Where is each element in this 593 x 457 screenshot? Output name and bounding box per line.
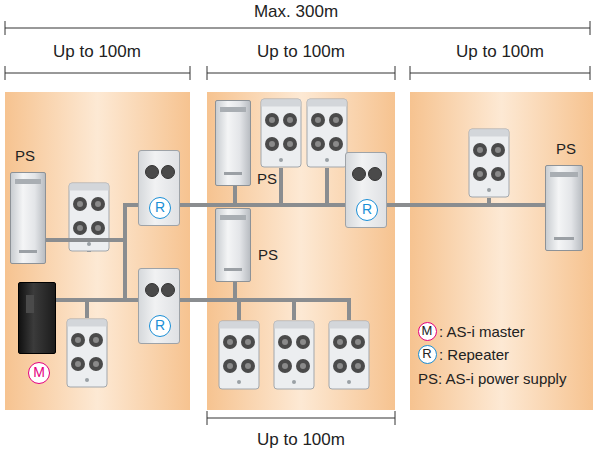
node-label: R (149, 315, 171, 337)
bus-line (46, 205, 138, 240)
dimension-label: Up to 100m (456, 42, 544, 62)
slave-module (469, 129, 509, 197)
terminal-slot (224, 268, 242, 271)
legend-symbol: R (418, 345, 437, 364)
node-label: R (356, 199, 378, 221)
legend-symbol: M (418, 322, 437, 341)
symbol-letter: R (155, 199, 165, 215)
terminal-slot (19, 250, 37, 253)
dimension-label: Up to 100m (53, 42, 141, 62)
slave-module (67, 319, 107, 387)
ps-label: PS (257, 170, 277, 187)
bus-path (387, 203, 545, 207)
bus-line (180, 205, 345, 206)
legend-text: : AS-i master (439, 323, 525, 340)
power-supply: PS (215, 208, 251, 282)
node-label: PS (556, 140, 576, 158)
bus-path (180, 282, 235, 300)
slave-module (261, 99, 301, 167)
repeater-module: R (345, 152, 387, 228)
legend-text: : Repeater (439, 346, 509, 363)
bus-line (56, 300, 138, 301)
label-text: Up to 100m (53, 42, 141, 61)
label-text: Up to 100m (456, 42, 544, 61)
port (161, 165, 175, 179)
segment-panel (207, 92, 395, 410)
bus-line (46, 240, 125, 300)
segment-panel (5, 92, 190, 410)
label-text: Max. 300m (254, 2, 338, 21)
vent-strip (550, 172, 578, 177)
slave-module (329, 321, 369, 389)
slave-module (274, 321, 314, 389)
bus-line (387, 205, 545, 206)
label-text: R (422, 346, 431, 361)
dimension-lines (5, 21, 590, 425)
terminal-slot (224, 172, 242, 175)
symbol-letter: M (33, 364, 45, 380)
slave-modules (67, 99, 509, 389)
repeater-module: R (138, 150, 180, 226)
symbol-letter: R (155, 317, 165, 333)
bus-path (56, 298, 138, 302)
ps-label: PS (258, 246, 278, 263)
power-supply: PS (545, 165, 583, 251)
port (368, 167, 382, 181)
slave-module (219, 321, 259, 389)
bus-path (46, 240, 125, 300)
node-label: PS (257, 170, 277, 188)
node-label: M (28, 362, 50, 384)
slave-module (307, 99, 347, 167)
bus-path (180, 186, 235, 205)
ps-label: PS (556, 140, 576, 157)
port (145, 283, 159, 297)
label-text: Up to 100m (257, 42, 345, 61)
segment-panel (410, 92, 593, 410)
port (145, 165, 159, 179)
vent-strip (15, 179, 41, 184)
label-text: Up to 100m (257, 430, 345, 449)
symbol-letter: R (362, 201, 372, 217)
status-panel (26, 295, 34, 313)
label-text: PS: AS-i power supply (418, 370, 566, 387)
power-supply: PS (10, 172, 46, 264)
legend-entry: : AS-i master (439, 323, 525, 340)
repeater-module: R (138, 268, 180, 344)
bus-line (180, 186, 235, 205)
legend-note: PS: AS-i power supply (418, 370, 566, 387)
legend-entry: : Repeater (439, 346, 509, 363)
bus-path (180, 203, 345, 207)
asi-master: M (18, 282, 56, 354)
power-supply: PS (215, 100, 251, 186)
port (352, 167, 366, 181)
port (161, 283, 175, 297)
dimension-label: Up to 100m (257, 430, 345, 450)
node-label: PS (15, 147, 35, 165)
dimension-label: Up to 100m (257, 42, 345, 62)
node-label: R (149, 197, 171, 219)
ps-label: PS (15, 147, 35, 164)
dimension-label: Max. 300m (254, 2, 338, 22)
label-text: M (422, 323, 433, 338)
terminal-slot (554, 237, 574, 240)
vent-strip (220, 107, 246, 112)
vent-strip (220, 215, 246, 220)
bus-path (46, 205, 138, 240)
node-label: PS (258, 246, 278, 264)
bus-line (180, 282, 235, 300)
